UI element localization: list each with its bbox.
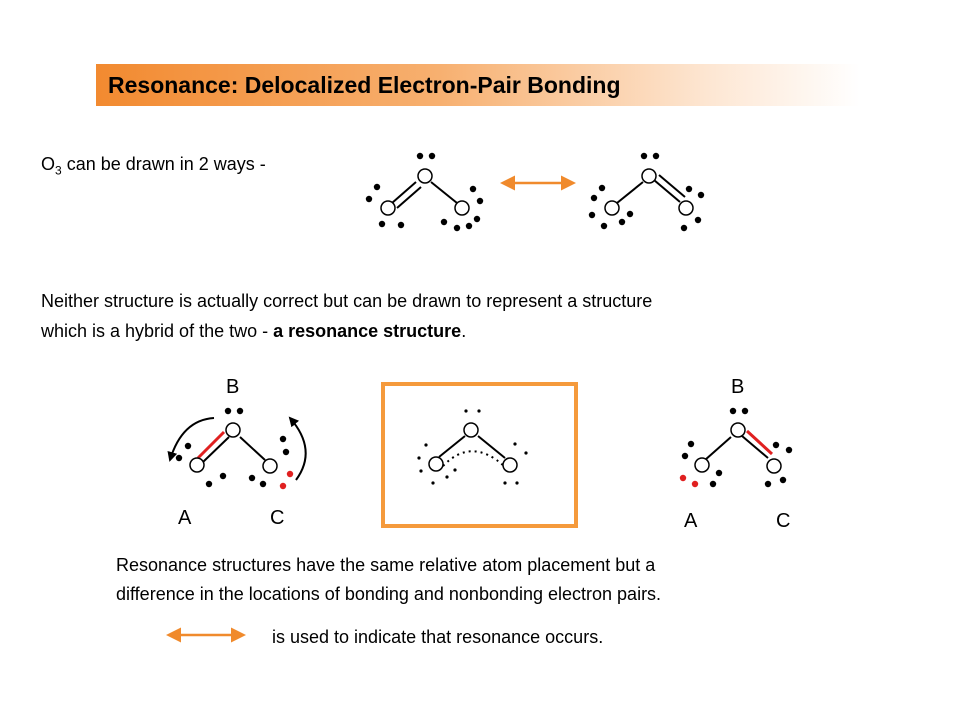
oxygen-atom (428, 456, 444, 472)
oxygen-atom (454, 200, 470, 216)
ozone-structure-2 (604, 168, 694, 216)
explanation-line1: Neither structure is actually correct bu… (41, 291, 653, 311)
oxygen-atom (225, 422, 241, 438)
electron-dots (365, 152, 484, 232)
electron-dots (679, 407, 793, 488)
oxygen-atom (502, 457, 518, 473)
summary-line2: difference in the locations of bonding a… (116, 584, 662, 604)
oxygen-atom (463, 422, 479, 438)
ozone-hybrid-structure (428, 422, 518, 473)
oxygen-atom (417, 168, 433, 184)
oxygen-atom (189, 457, 205, 473)
oxygen-atom (730, 422, 746, 438)
right-label-a: A (684, 510, 698, 532)
intro-text: O3 can be drawn in 2 ways - (41, 149, 266, 186)
summary-line1: Resonance structures have the same relat… (116, 555, 656, 575)
electron-dots (175, 407, 294, 490)
left-label-b: B (226, 376, 240, 398)
explanation-line2-prefix: which is a hybrid of the two - (41, 321, 274, 341)
left-label-c: C (270, 507, 285, 529)
oxygen-atom (678, 200, 694, 216)
left-label-a: A (178, 507, 192, 529)
page-title: Resonance: Delocalized Electron-Pair Bon… (108, 72, 621, 98)
ozone-structure-1 (380, 168, 470, 216)
ozone-structure-left (167, 416, 307, 481)
oxygen-atom (380, 200, 396, 216)
oxygen-atom (641, 168, 657, 184)
arrow-note: is used to indicate that resonance occur… (272, 627, 604, 647)
electron-dots (417, 409, 528, 485)
oxygen-atom (604, 200, 620, 216)
hybrid-structure-box (381, 382, 578, 528)
oxygen-atom (262, 458, 278, 474)
oxygen-atom (694, 457, 710, 473)
electron-dots (588, 152, 705, 232)
explanation-bold-term: a resonance structure (273, 321, 462, 341)
oxygen-atom (766, 458, 782, 474)
intro-prefix: O (41, 154, 56, 174)
intro-suffix: can be drawn in 2 ways - (61, 154, 266, 174)
explanation-line2-suffix: . (461, 321, 467, 341)
right-label-c: C (776, 510, 791, 532)
curved-arrow-left (167, 417, 215, 462)
right-label-b: B (731, 376, 745, 398)
curved-arrow-right (288, 416, 307, 481)
intro-subscript: 3 (55, 163, 62, 178)
explanation-line2: which is a hybrid of the two - a resonan… (41, 316, 466, 346)
title-bar: Resonance: Delocalized Electron-Pair Bon… (96, 64, 860, 106)
ozone-structure-right (694, 422, 782, 474)
